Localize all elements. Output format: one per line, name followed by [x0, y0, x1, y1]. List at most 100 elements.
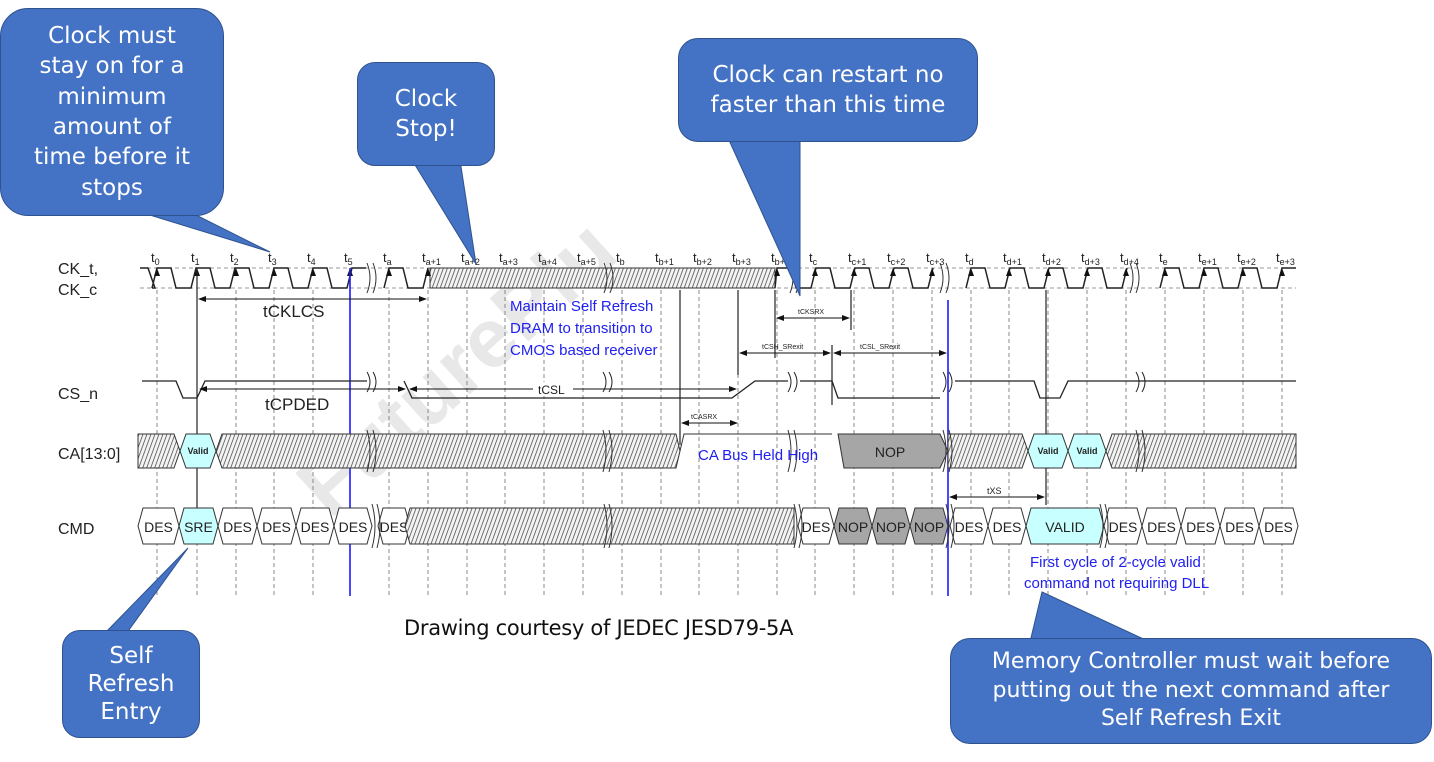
tick-label: tc+3: [926, 250, 944, 267]
signal-label-ck-t: CK_t,: [58, 261, 98, 278]
tcklcs-label: tCKLCS: [263, 302, 324, 321]
tick-label: td: [965, 250, 974, 267]
tick-label: te: [1159, 250, 1168, 267]
cmd-cell-label: DES: [1147, 519, 1176, 535]
cmd-cell-label: DES: [1264, 519, 1293, 535]
callout-line: time before it: [33, 144, 190, 171]
tick-label: t4: [307, 250, 316, 267]
tick-label-base: t: [732, 250, 736, 265]
ca-nop-cell: [837, 433, 949, 469]
cmd-cell-des: [137, 507, 180, 545]
cmd-cell-des: [949, 507, 989, 545]
clock-edge-arrow-icon: [1162, 268, 1168, 276]
tick-label-base: t: [887, 250, 891, 265]
tick-label-sub: b+2: [697, 257, 712, 267]
tick-label: t5: [344, 250, 353, 267]
tick-label-base: t: [577, 250, 581, 265]
cmd-cell-valid: [178, 507, 219, 545]
signal-label-ck-c: CK_c: [58, 282, 97, 299]
callout-controller-wait: Memory Controller must wait before putti…: [950, 638, 1432, 744]
clock-segment-4: [965, 267, 1128, 289]
cmd-cell-des: [1141, 507, 1182, 545]
tick-label-sub: e+3: [1280, 257, 1295, 267]
tick-label: td+2: [1042, 250, 1061, 267]
tick-label-sub: a+2: [465, 257, 480, 267]
callout-line: Clock must: [48, 22, 176, 49]
clock-segment-2: [383, 267, 429, 289]
tick-label: td+3: [1081, 250, 1100, 267]
clock-edge-arrow-icon: [154, 268, 160, 276]
tick-label: td+1: [1003, 250, 1022, 267]
tick-label: tb+2: [693, 250, 712, 267]
cmd-cell-label: DES: [802, 519, 831, 535]
tick-label-base: t: [809, 250, 813, 265]
tcsh-srexit-label: tCSH_SRexit: [762, 344, 803, 351]
callout-line: Stop!: [395, 116, 457, 142]
callout-clock-stop: Clock Stop!: [357, 62, 495, 166]
clock-edge-arrow-icon: [233, 268, 239, 276]
callout-tail-controller-wait: [1029, 591, 1151, 643]
drawing-caption: Drawing courtesy of JEDEC JESD79-5A: [404, 616, 794, 640]
tick-label-base: t: [1276, 250, 1280, 265]
clock-waveform: [140, 262, 1296, 294]
tick-label-base: t: [1198, 250, 1202, 265]
clock-edge-arrow-icon: [1045, 268, 1051, 276]
cmd-break-mark: [793, 503, 803, 549]
tick-label: tb+3: [732, 250, 751, 267]
tick-label: ta+3: [499, 250, 518, 267]
callout-line: Refresh: [87, 670, 175, 697]
tick-label-sub: b+3: [736, 257, 751, 267]
tick-label-sub: e: [1163, 257, 1168, 267]
ca-valid-text-3: Valid: [1076, 446, 1097, 456]
tick-label-base: t: [344, 250, 348, 265]
tick-label: t1: [191, 250, 200, 267]
note-maintain-self-refresh-3: CMOS based receiver: [510, 342, 658, 359]
cmd-cell-label: DES: [1186, 519, 1215, 535]
tcpded-label: tCPDED: [265, 395, 329, 414]
tick-label-sub: c: [813, 257, 818, 267]
tick-label: ta: [383, 250, 392, 267]
tick-label-sub: a+4: [542, 257, 557, 267]
tick-label-sub: a+3: [503, 257, 518, 267]
note-first-cycle-1: First cycle of 2-cycle valid: [1030, 554, 1201, 571]
tick-label: tc: [809, 250, 818, 267]
tick-label-base: t: [230, 250, 234, 265]
tick-label-sub: e+1: [1202, 257, 1217, 267]
cmd-cell-label: DES: [144, 519, 173, 535]
tick-label-sub: d+3: [1085, 257, 1100, 267]
txs-label: tXS: [987, 486, 1002, 496]
ca-dontcare-3: [947, 433, 1029, 469]
callout-line: faster than this time: [710, 92, 946, 118]
clock-stopped-region: [429, 267, 776, 289]
clock-edge-arrow-icon: [310, 268, 316, 276]
ca-bus: Valid NOP Valid Valid: [137, 429, 1297, 473]
cmd-cell-des: [377, 507, 411, 545]
tick-label-base: t: [1081, 250, 1085, 265]
tick-label-sub: e+2: [1241, 257, 1256, 267]
cmd-cell-des: [217, 507, 258, 545]
clock-edge-arrow-icon: [1084, 268, 1090, 276]
tick-label: ta+4: [538, 250, 557, 267]
cmd-cell-label: VALID: [1045, 519, 1084, 535]
tick-label: tb: [616, 250, 625, 267]
tick-label-sub: b: [620, 257, 625, 267]
cmd-cell-des: [333, 507, 373, 545]
tick-label: td+4: [1120, 250, 1139, 267]
tick-label-sub: 0: [155, 257, 160, 267]
callout-line: Clock: [394, 85, 458, 112]
tick-label-base: t: [771, 250, 775, 265]
cmd-cell-label: DES: [1109, 519, 1138, 535]
tick-label-sub: d+1: [1007, 257, 1022, 267]
tick-label-base: t: [191, 250, 195, 265]
cmd-cell-nop: [871, 507, 911, 545]
callout-line: minimum: [57, 83, 167, 110]
tick-label-base: t: [848, 250, 852, 265]
cmd-cell-label: DES: [262, 519, 291, 535]
note-first-cycle-2: command not requiring DLL: [1024, 575, 1209, 592]
ca-valid-cell-3: [1067, 433, 1107, 469]
cmd-cell-label: NOP: [876, 519, 906, 535]
clock-edge-arrow-icon: [890, 268, 896, 276]
tick-gridlines: [156, 290, 1283, 596]
cmd-cell-label: SRE: [184, 519, 213, 535]
tick-label-base: t: [499, 250, 503, 265]
